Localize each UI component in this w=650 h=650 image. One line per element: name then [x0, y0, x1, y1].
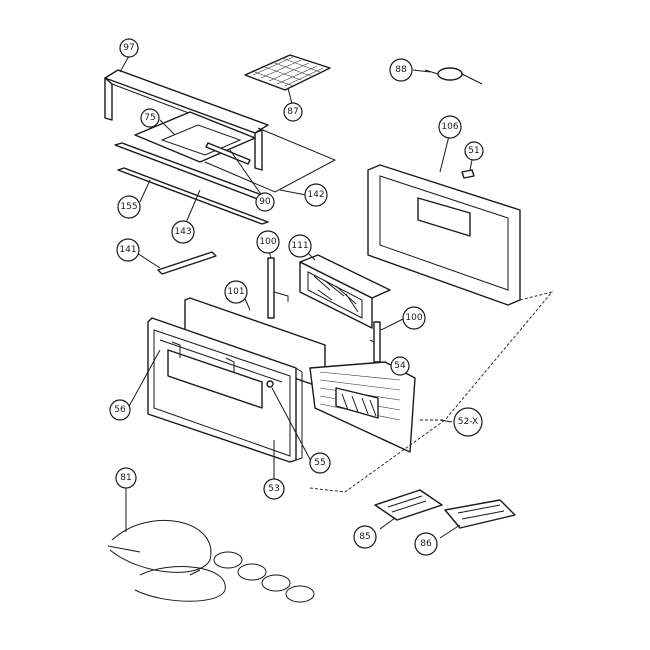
svg-text:87: 87	[287, 107, 298, 117]
callout-101: 101	[224, 280, 248, 304]
svg-text:75: 75	[144, 113, 155, 123]
callout-75: 75	[140, 108, 160, 128]
svg-text:100: 100	[405, 313, 422, 323]
svg-text:52-X: 52-X	[458, 417, 478, 427]
callout-97: 97	[119, 38, 139, 58]
svg-text:51: 51	[468, 146, 479, 156]
svg-text:97: 97	[123, 43, 134, 53]
svg-text:53: 53	[268, 484, 279, 494]
callout-53: 53	[263, 478, 285, 500]
part-155-rail	[117, 167, 269, 225]
svg-text:141: 141	[119, 245, 136, 255]
callout-86: 86	[414, 532, 438, 556]
callout-52x: 52-X	[453, 407, 483, 437]
part-56-handle	[159, 339, 283, 383]
svg-text:142: 142	[307, 190, 324, 200]
part-86-card	[444, 499, 516, 529]
svg-text:54: 54	[394, 361, 406, 371]
part-87-broiler-pan	[244, 54, 331, 91]
part-88-sensor	[424, 67, 483, 85]
part-53-outer-door	[147, 317, 303, 463]
part-111-window	[299, 254, 391, 329]
svg-text:88: 88	[395, 65, 407, 75]
part-ring-set	[213, 551, 315, 603]
callout-51: 51	[464, 141, 484, 161]
part-100-hinge-upper	[267, 257, 289, 319]
callout-55: 55	[309, 452, 331, 474]
callout-85: 85	[353, 525, 377, 549]
svg-text:90: 90	[259, 197, 271, 207]
svg-text:100: 100	[259, 237, 276, 247]
callout-100-lower: 100	[402, 306, 426, 330]
callout-81: 81	[115, 467, 137, 489]
part-81-harness	[107, 519, 226, 602]
part-106-oven-frame	[367, 164, 521, 306]
callout-56: 56	[109, 399, 131, 421]
callout-87: 87	[283, 102, 303, 122]
callout-106: 106	[438, 115, 462, 139]
svg-text:106: 106	[441, 122, 458, 132]
callout-155: 155	[117, 195, 141, 219]
svg-text:155: 155	[120, 202, 137, 212]
part-90-element	[205, 142, 251, 165]
part-54-glass-panel	[309, 361, 416, 453]
callout-142: 142	[304, 183, 328, 207]
part-85-card	[374, 489, 443, 521]
svg-text:56: 56	[114, 405, 126, 415]
callout-141: 141	[116, 238, 140, 262]
callout-100-upper: 100	[256, 230, 280, 254]
callout-88: 88	[389, 58, 413, 82]
part-97-top-frame	[104, 69, 269, 171]
callout-143: 143	[171, 220, 195, 244]
svg-text:143: 143	[174, 227, 191, 237]
part-55-stud	[266, 380, 274, 388]
callout-54: 54	[390, 356, 410, 376]
part-142-gasket	[204, 127, 337, 193]
leader-lines	[119, 55, 475, 539]
svg-text:85: 85	[359, 532, 370, 542]
part-51-clip	[461, 169, 475, 179]
svg-text:101: 101	[227, 287, 244, 297]
svg-text:111: 111	[291, 241, 308, 251]
callout-111: 111	[288, 234, 312, 258]
part-141-strip	[157, 251, 217, 275]
svg-text:81: 81	[120, 473, 131, 483]
svg-text:55: 55	[314, 458, 325, 468]
callout-90: 90	[255, 192, 275, 212]
svg-text:86: 86	[420, 539, 432, 549]
